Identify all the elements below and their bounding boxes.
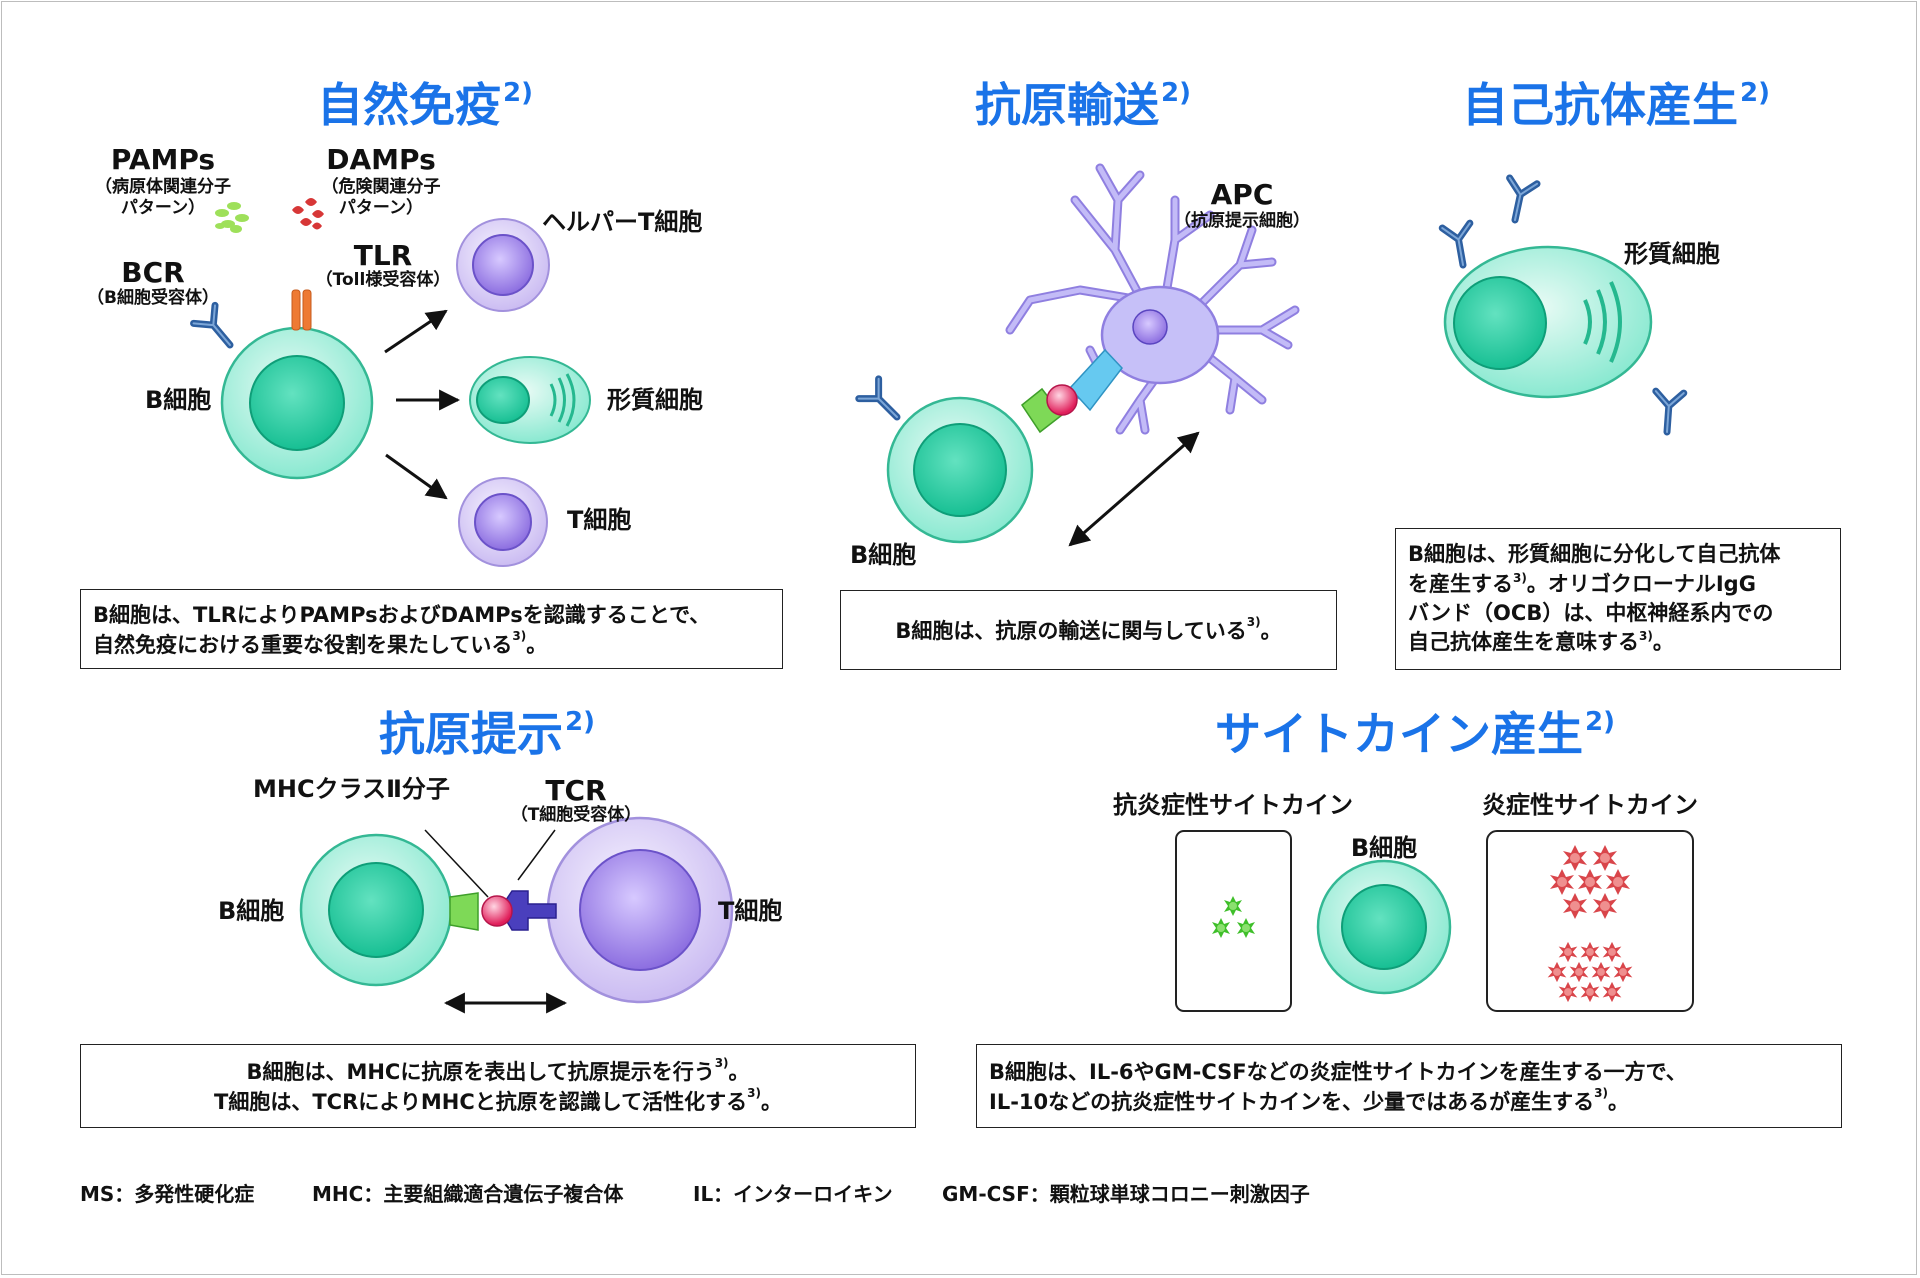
apc-sub-label: （抗原提示細胞） xyxy=(1174,211,1310,231)
tcr-sub-label: （T細胞受容体） xyxy=(510,805,642,825)
apc-label: APC xyxy=(1210,178,1274,211)
innate-t-cell-icon xyxy=(458,477,548,567)
antigen-uptake-receptor-icon xyxy=(1068,348,1123,412)
innate-plasma-cell-icon xyxy=(469,356,591,444)
footnote-gmcsf: GM-CSF：顆粒球単球コロニー刺激因子 xyxy=(942,1182,1310,1206)
helper-t-cell-icon xyxy=(456,218,550,312)
transport-bcr-icon xyxy=(859,379,907,427)
inflam-cytokine-panel xyxy=(1486,830,1694,1012)
innate-t-cell-label: T細胞 xyxy=(567,506,632,534)
innate-description-line-1: B細胞は、TLRによりPAMPsおよびDAMPsを認識することで、 xyxy=(93,603,711,627)
transport-b-cell-icon xyxy=(886,396,1034,544)
autoab-description-line-1: B細胞は、形質細胞に分化して自己抗体 xyxy=(1408,542,1781,567)
autoab-plasma-cell-icon xyxy=(1443,245,1653,399)
presentation-b-cell-icon xyxy=(299,833,453,987)
arrow-to-helper-t xyxy=(384,309,448,354)
transport-double-arrow xyxy=(1068,431,1200,547)
tcr-label: TCR xyxy=(545,774,607,807)
transport-antigen-icon xyxy=(1046,384,1078,416)
transport-description-box: B細胞は、抗原の輸送に関与している3)。 xyxy=(840,590,1337,670)
heading-autoantibody: 自己抗体産生2) xyxy=(1462,78,1770,132)
heading-innate-immunity: 自然免疫2) xyxy=(317,78,533,132)
pamps-sub-label-2: パターン） xyxy=(120,198,206,218)
innate-b-cell-icon xyxy=(220,326,374,480)
tlr-label: TLR xyxy=(353,239,413,272)
bcr-antibody-icon xyxy=(194,305,241,354)
arrow-to-t-cell xyxy=(385,453,448,500)
presentation-t-cell-icon xyxy=(546,816,734,1004)
presentation-t-cell-label: T細胞 xyxy=(718,897,783,925)
mhc-class2-label: MHCクラスⅡ分子 xyxy=(253,775,450,803)
autoab-description-box: B細胞は、形質細胞に分化して自己抗体 を産生する3)。オリゴクローナルIgG バ… xyxy=(1395,528,1841,670)
autoab-description-line-2: を産生する xyxy=(1408,571,1513,596)
presentation-b-cell-label: B細胞 xyxy=(218,897,285,925)
cytokine-description-line-1: B細胞は、IL-6やGM-CSFなどの炎症性サイトカインを産生する一方で、 xyxy=(989,1060,1687,1084)
innate-description-box: B細胞は、TLRによりPAMPsおよびDAMPsを認識することで、 自然免疫にお… xyxy=(80,589,783,669)
damps-label: DAMPs xyxy=(326,143,436,176)
inflam-cytokine-label: 炎症性サイトカイン xyxy=(1482,791,1698,819)
autoab-description-line-4: 自己抗体産生を意味する xyxy=(1408,630,1639,655)
cytokine-b-cell-label: B細胞 xyxy=(1350,834,1418,862)
damps-sub-label-2: パターン） xyxy=(338,198,424,218)
pamps-sub-label-1: （病原体関連分子 xyxy=(95,177,231,197)
innate-description-line-2: 自然免疫における重要な役割を果たしている xyxy=(93,633,513,657)
innate-plasma-cell-label: 形質細胞 xyxy=(607,386,703,414)
footnote-ms: MS：多発性硬化症 xyxy=(80,1182,255,1206)
autoab-plasma-cell-label: 形質細胞 xyxy=(1624,240,1720,268)
mhc-leader-line xyxy=(424,829,489,898)
heading-antigen-presentation: 抗原提示2) xyxy=(379,707,595,761)
presentation-description-box: B細胞は、MHCに抗原を表出して抗原提示を行う3)。 T細胞は、TCRによりMH… xyxy=(80,1044,916,1128)
damps-cluster-icon xyxy=(292,198,324,230)
transport-description-line-1: B細胞は、抗原の輸送に関与している xyxy=(895,619,1247,643)
mhc-class2-icon xyxy=(449,892,479,931)
anti-inflam-cytokine-panel xyxy=(1175,830,1292,1012)
autoab-description-line-3: バンド（OCB）は、中枢神経系内での xyxy=(1408,601,1774,625)
heading-cytokine-production: サイトカイン産生2) xyxy=(1215,707,1615,761)
tlr-sub-label: （Toll様受容体） xyxy=(315,270,451,290)
tlr-receptor-icon xyxy=(291,289,312,331)
footnote-il: IL：インターロイキン xyxy=(693,1182,893,1206)
damps-sub-label-1: （危険関連分子 xyxy=(321,177,441,197)
transport-b-cell-label: B細胞 xyxy=(850,541,917,569)
pamps-cluster-icon xyxy=(215,202,249,233)
pamps-label: PAMPs xyxy=(110,143,216,176)
antibody-icon-2 xyxy=(1501,178,1537,223)
antibody-icon-3 xyxy=(1653,391,1684,433)
innate-b-cell-label: B細胞 xyxy=(145,386,212,414)
heading-antigen-transport: 抗原輸送2) xyxy=(975,78,1191,132)
presentation-description-line-2: T細胞は、TCRによりMHCと抗原を認識して活性化する xyxy=(214,1090,748,1114)
cytokine-b-cell-icon xyxy=(1316,859,1452,995)
anti-inflam-cytokine-label: 抗炎症性サイトカイン xyxy=(1113,791,1353,819)
tcr-leader-line xyxy=(517,829,556,881)
bcr-sub-label: （B細胞受容体） xyxy=(87,288,219,308)
presented-antigen-icon xyxy=(481,895,513,927)
antibody-icon-1 xyxy=(1442,223,1477,267)
bcr-label: BCR xyxy=(121,256,185,289)
helper-t-cell-label: ヘルパーT細胞 xyxy=(542,208,703,236)
presentation-description-line-1: B細胞は、MHCに抗原を表出して抗原提示を行う xyxy=(246,1060,715,1084)
cytokine-description-box: B細胞は、IL-6やGM-CSFなどの炎症性サイトカインを産生する一方で、 IL… xyxy=(976,1044,1842,1128)
cytokine-description-line-2: IL-10などの抗炎症性サイトカインを、少量ではあるが産生する xyxy=(989,1090,1595,1114)
footnote-mhc: MHC：主要組織適合遺伝子複合体 xyxy=(312,1182,624,1206)
